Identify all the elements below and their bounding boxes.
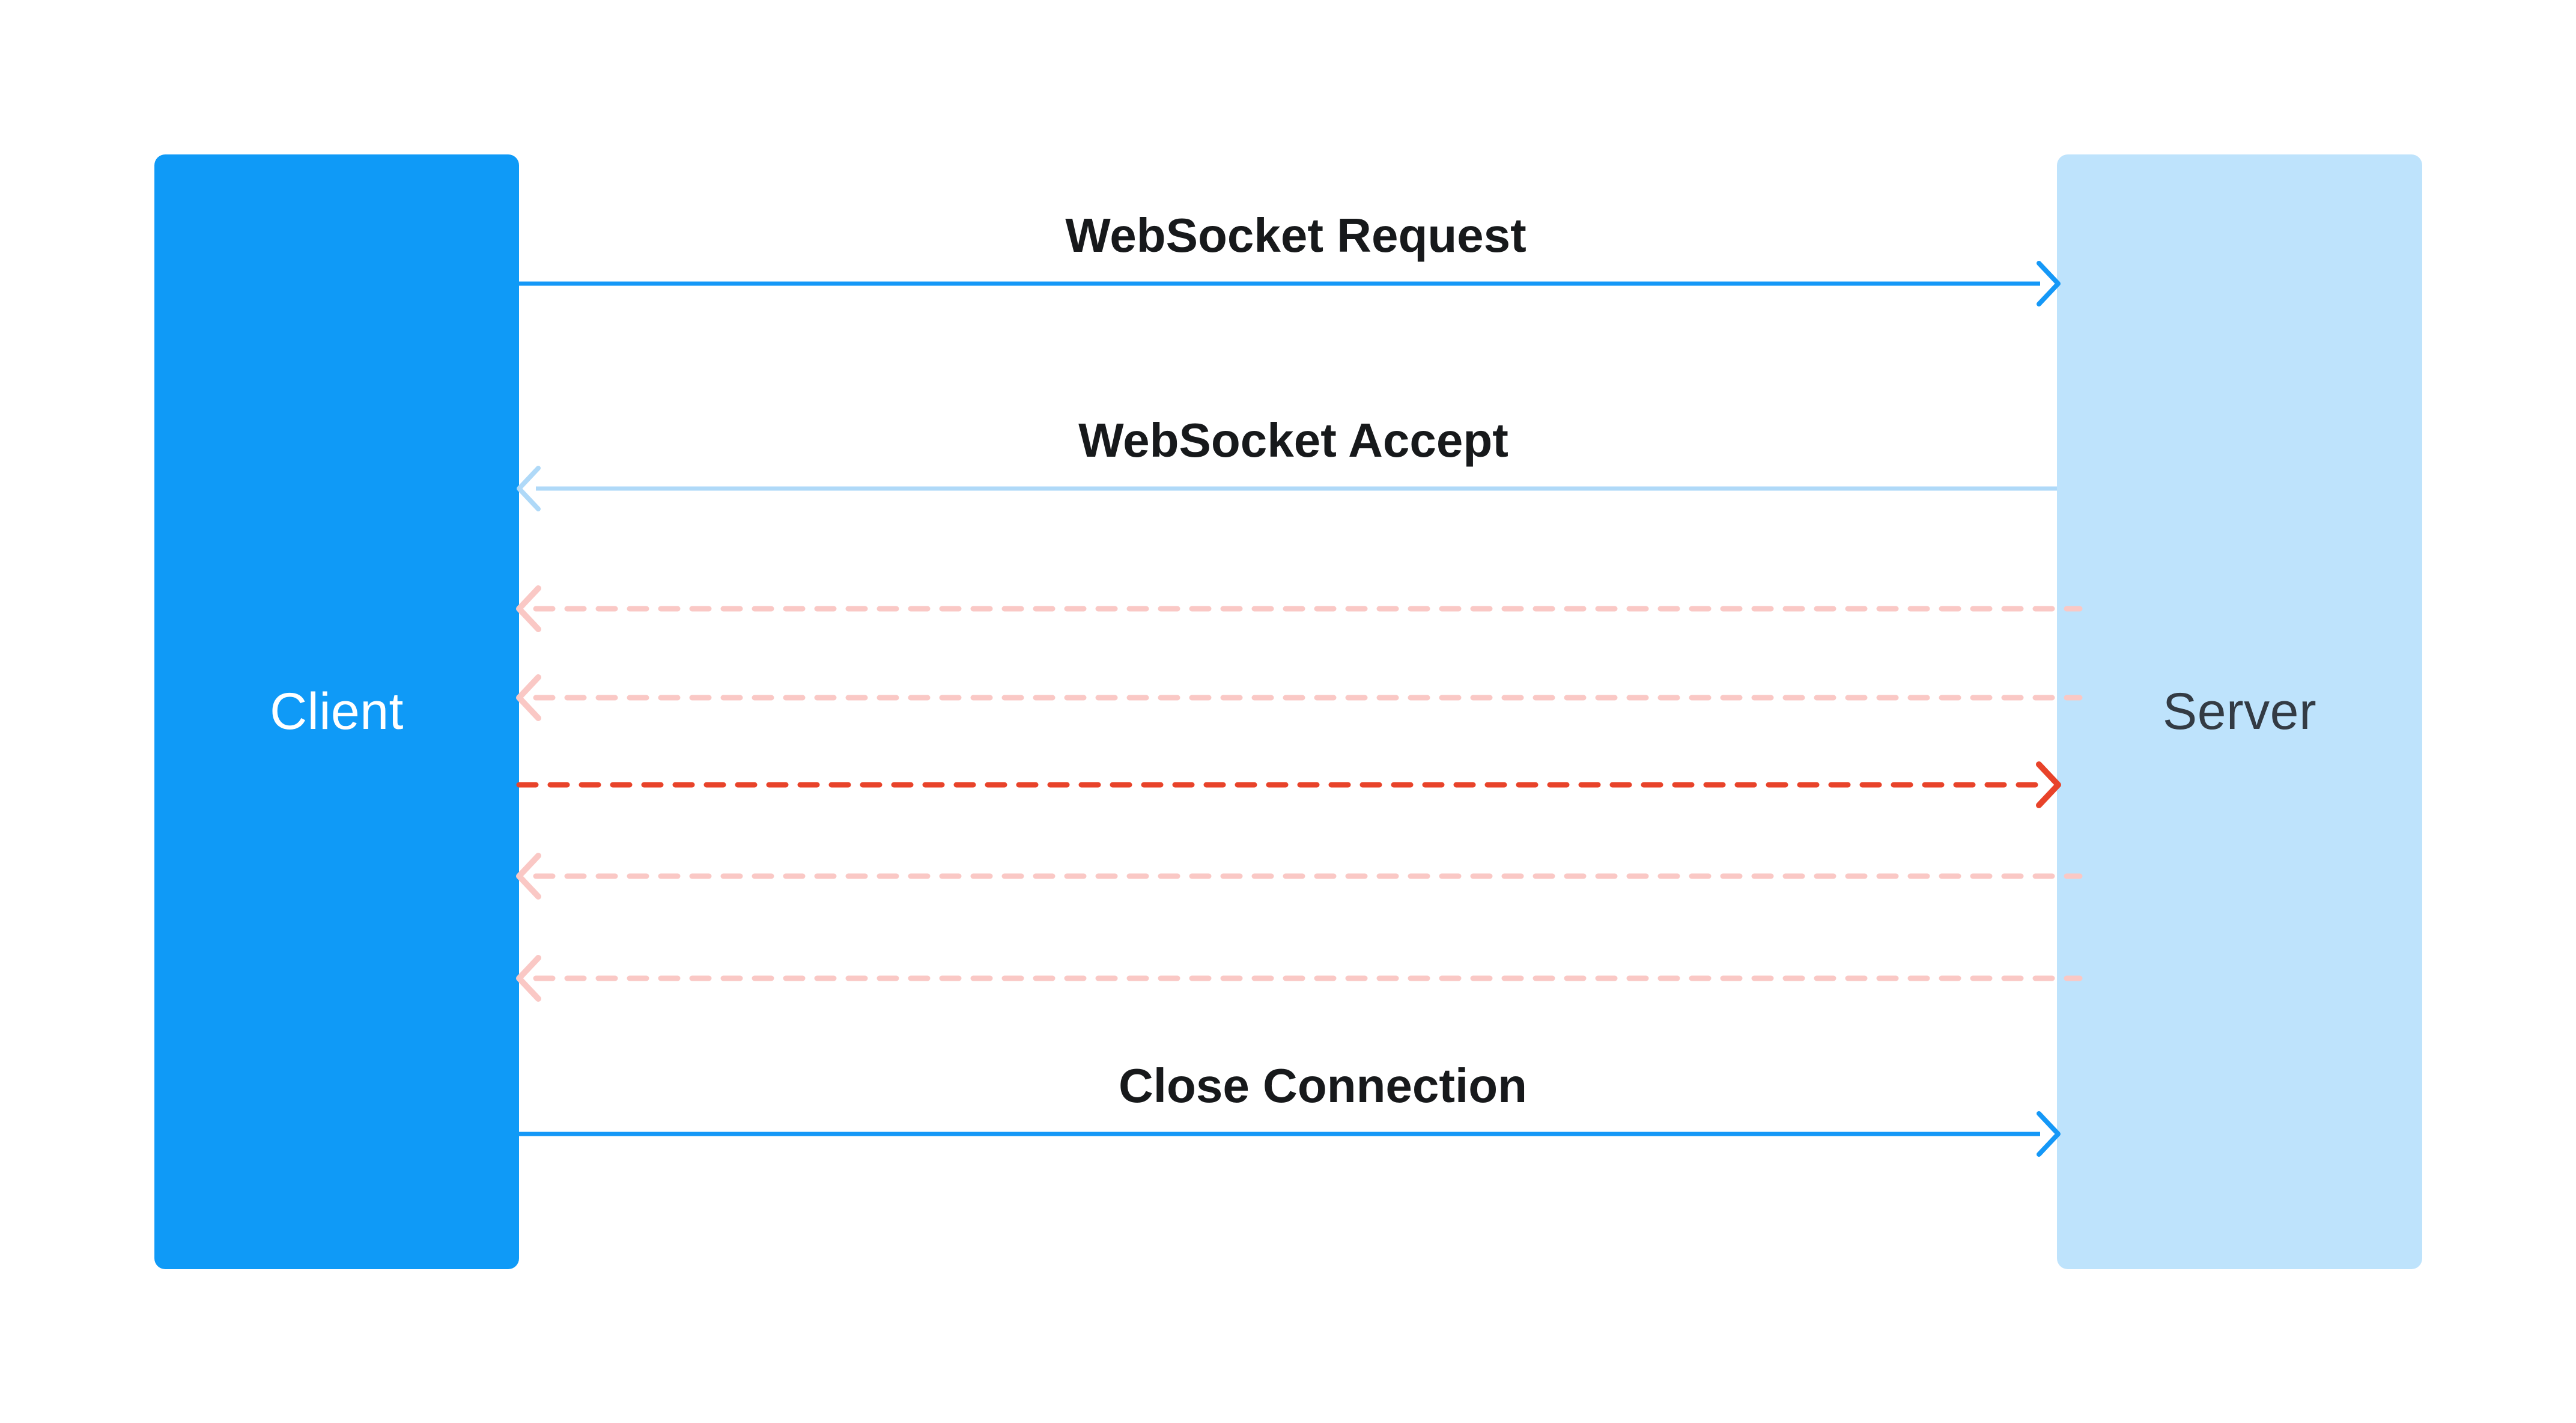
arrowhead-chevron-message-to-client-4 — [516, 955, 541, 1002]
arrowhead-chevron-websocket-request — [2037, 261, 2061, 306]
arrow-message-to-client-4 — [516, 955, 2083, 1002]
websocket-request-label: WebSocket Request — [1065, 209, 1526, 262]
close-connection-label: Close Connection — [1118, 1059, 1528, 1112]
websocket-accept-label: WebSocket Accept — [1078, 413, 1508, 467]
arrowhead-chevron-message-to-client-2 — [516, 674, 541, 721]
arrow-message-to-server — [516, 761, 2061, 808]
arrow-websocket-accept — [517, 466, 2057, 511]
client-box: Client — [154, 154, 519, 1269]
arrow-message-to-client-3 — [516, 853, 2083, 900]
arrow-message-to-client-2 — [516, 674, 2083, 721]
client-label: Client — [270, 683, 404, 740]
arrow-message-to-client-1 — [516, 585, 2083, 632]
arrowhead-chevron-message-to-client-3 — [516, 853, 541, 900]
arrowhead-chevron-message-to-client-1 — [516, 585, 541, 632]
server-label: Server — [2162, 683, 2317, 740]
arrow-websocket-request — [519, 261, 2061, 306]
arrow-close-connection — [519, 1111, 2061, 1157]
server-box: Server — [2057, 154, 2422, 1269]
arrowhead-chevron-websocket-accept — [517, 466, 541, 511]
arrowhead-chevron-close-connection — [2037, 1111, 2061, 1157]
arrowhead-chevron-message-to-server — [2036, 761, 2061, 808]
